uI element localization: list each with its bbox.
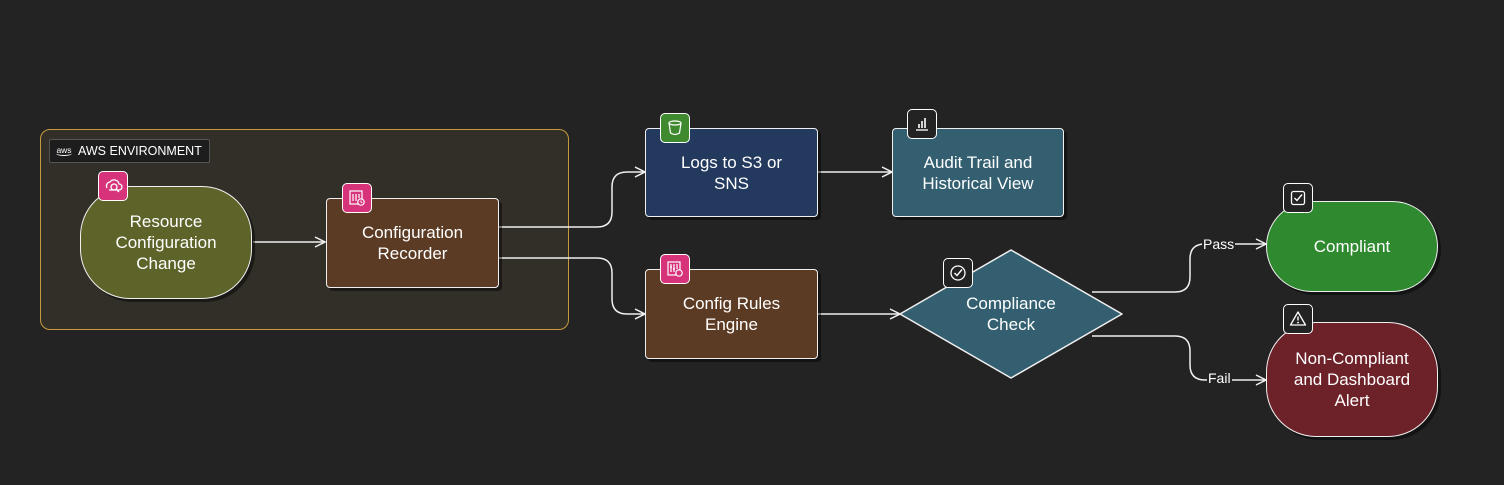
bar-chart-icon — [907, 109, 937, 139]
edge-check-to-compliant — [1092, 244, 1266, 293]
compliant-label: Compliant — [1313, 237, 1391, 256]
resource-configuration-change-label: Resource Configuration Change — [115, 212, 217, 273]
check-circle-icon — [943, 258, 973, 288]
group-label-text: AWS ENVIRONMENT — [78, 144, 202, 158]
logs-to-s3-or-sns-label: Logs to S3 or SNS — [680, 152, 783, 193]
compliance-check-node[interactable]: Compliance Check — [900, 250, 1122, 378]
config-rules-engine-node[interactable]: Config Rules Engine — [645, 269, 818, 359]
compliant-node[interactable]: Compliant — [1266, 201, 1438, 292]
edge-recorder-to-rules — [499, 257, 645, 314]
pass-edge-label: Pass — [1202, 236, 1236, 252]
resource-configuration-change-node[interactable]: Resource Configuration Change — [80, 186, 252, 299]
edge-check-to-noncompliant — [1092, 335, 1266, 380]
compliance-check-label: Compliance Check — [966, 294, 1056, 334]
non-compliant-label: Non-Compliant and Dashboard Alert — [1293, 349, 1411, 410]
config-rules-engine-label: Config Rules Engine — [682, 294, 781, 334]
configuration-recorder-node[interactable]: Configuration Recorder — [326, 198, 499, 288]
logs-to-s3-or-sns-node[interactable]: Logs to S3 or SNS — [645, 128, 818, 217]
config-search-icon — [98, 171, 128, 201]
checkbox-icon — [1283, 183, 1313, 213]
audit-trail-node[interactable]: Audit Trail and Historical View — [892, 128, 1064, 217]
warning-icon — [1283, 304, 1313, 334]
audit-trail-label: Audit Trail and Historical View — [922, 152, 1034, 193]
aws-logo-icon: aws — [56, 145, 72, 156]
s3-bucket-icon — [660, 113, 690, 143]
edge-recorder-to-logs — [499, 172, 645, 228]
non-compliant-node[interactable]: Non-Compliant and Dashboard Alert — [1266, 322, 1438, 437]
fail-edge-label: Fail — [1207, 370, 1232, 386]
aws-environment-label: aws AWS ENVIRONMENT — [49, 139, 210, 163]
configuration-recorder-label: Configuration Recorder — [361, 223, 464, 263]
config-rules-icon — [660, 254, 690, 284]
config-recorder-icon — [342, 183, 372, 213]
